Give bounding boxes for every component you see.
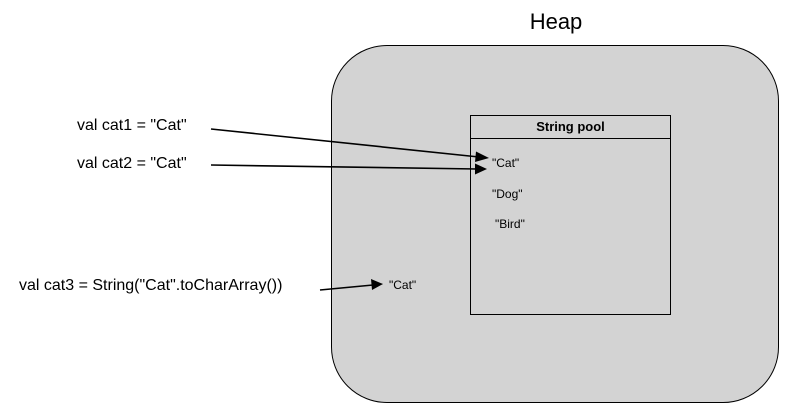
pool-item-bird: "Bird" <box>495 217 525 231</box>
code-line-cat2: val cat2 = "Cat" <box>77 155 187 172</box>
heap-region <box>331 45 779 403</box>
code-line-cat3: val cat3 = String("Cat".toCharArray()) <box>19 277 283 294</box>
string-pool-title: String pool <box>471 116 670 139</box>
string-pool-box: String pool <box>470 115 671 315</box>
heap-title: Heap <box>529 9 583 34</box>
heap-object-cat: "Cat" <box>389 278 417 292</box>
pool-item-cat: "Cat" <box>492 156 520 170</box>
pool-item-dog: "Dog" <box>492 187 523 201</box>
code-line-cat1: val cat1 = "Cat" <box>77 117 187 134</box>
